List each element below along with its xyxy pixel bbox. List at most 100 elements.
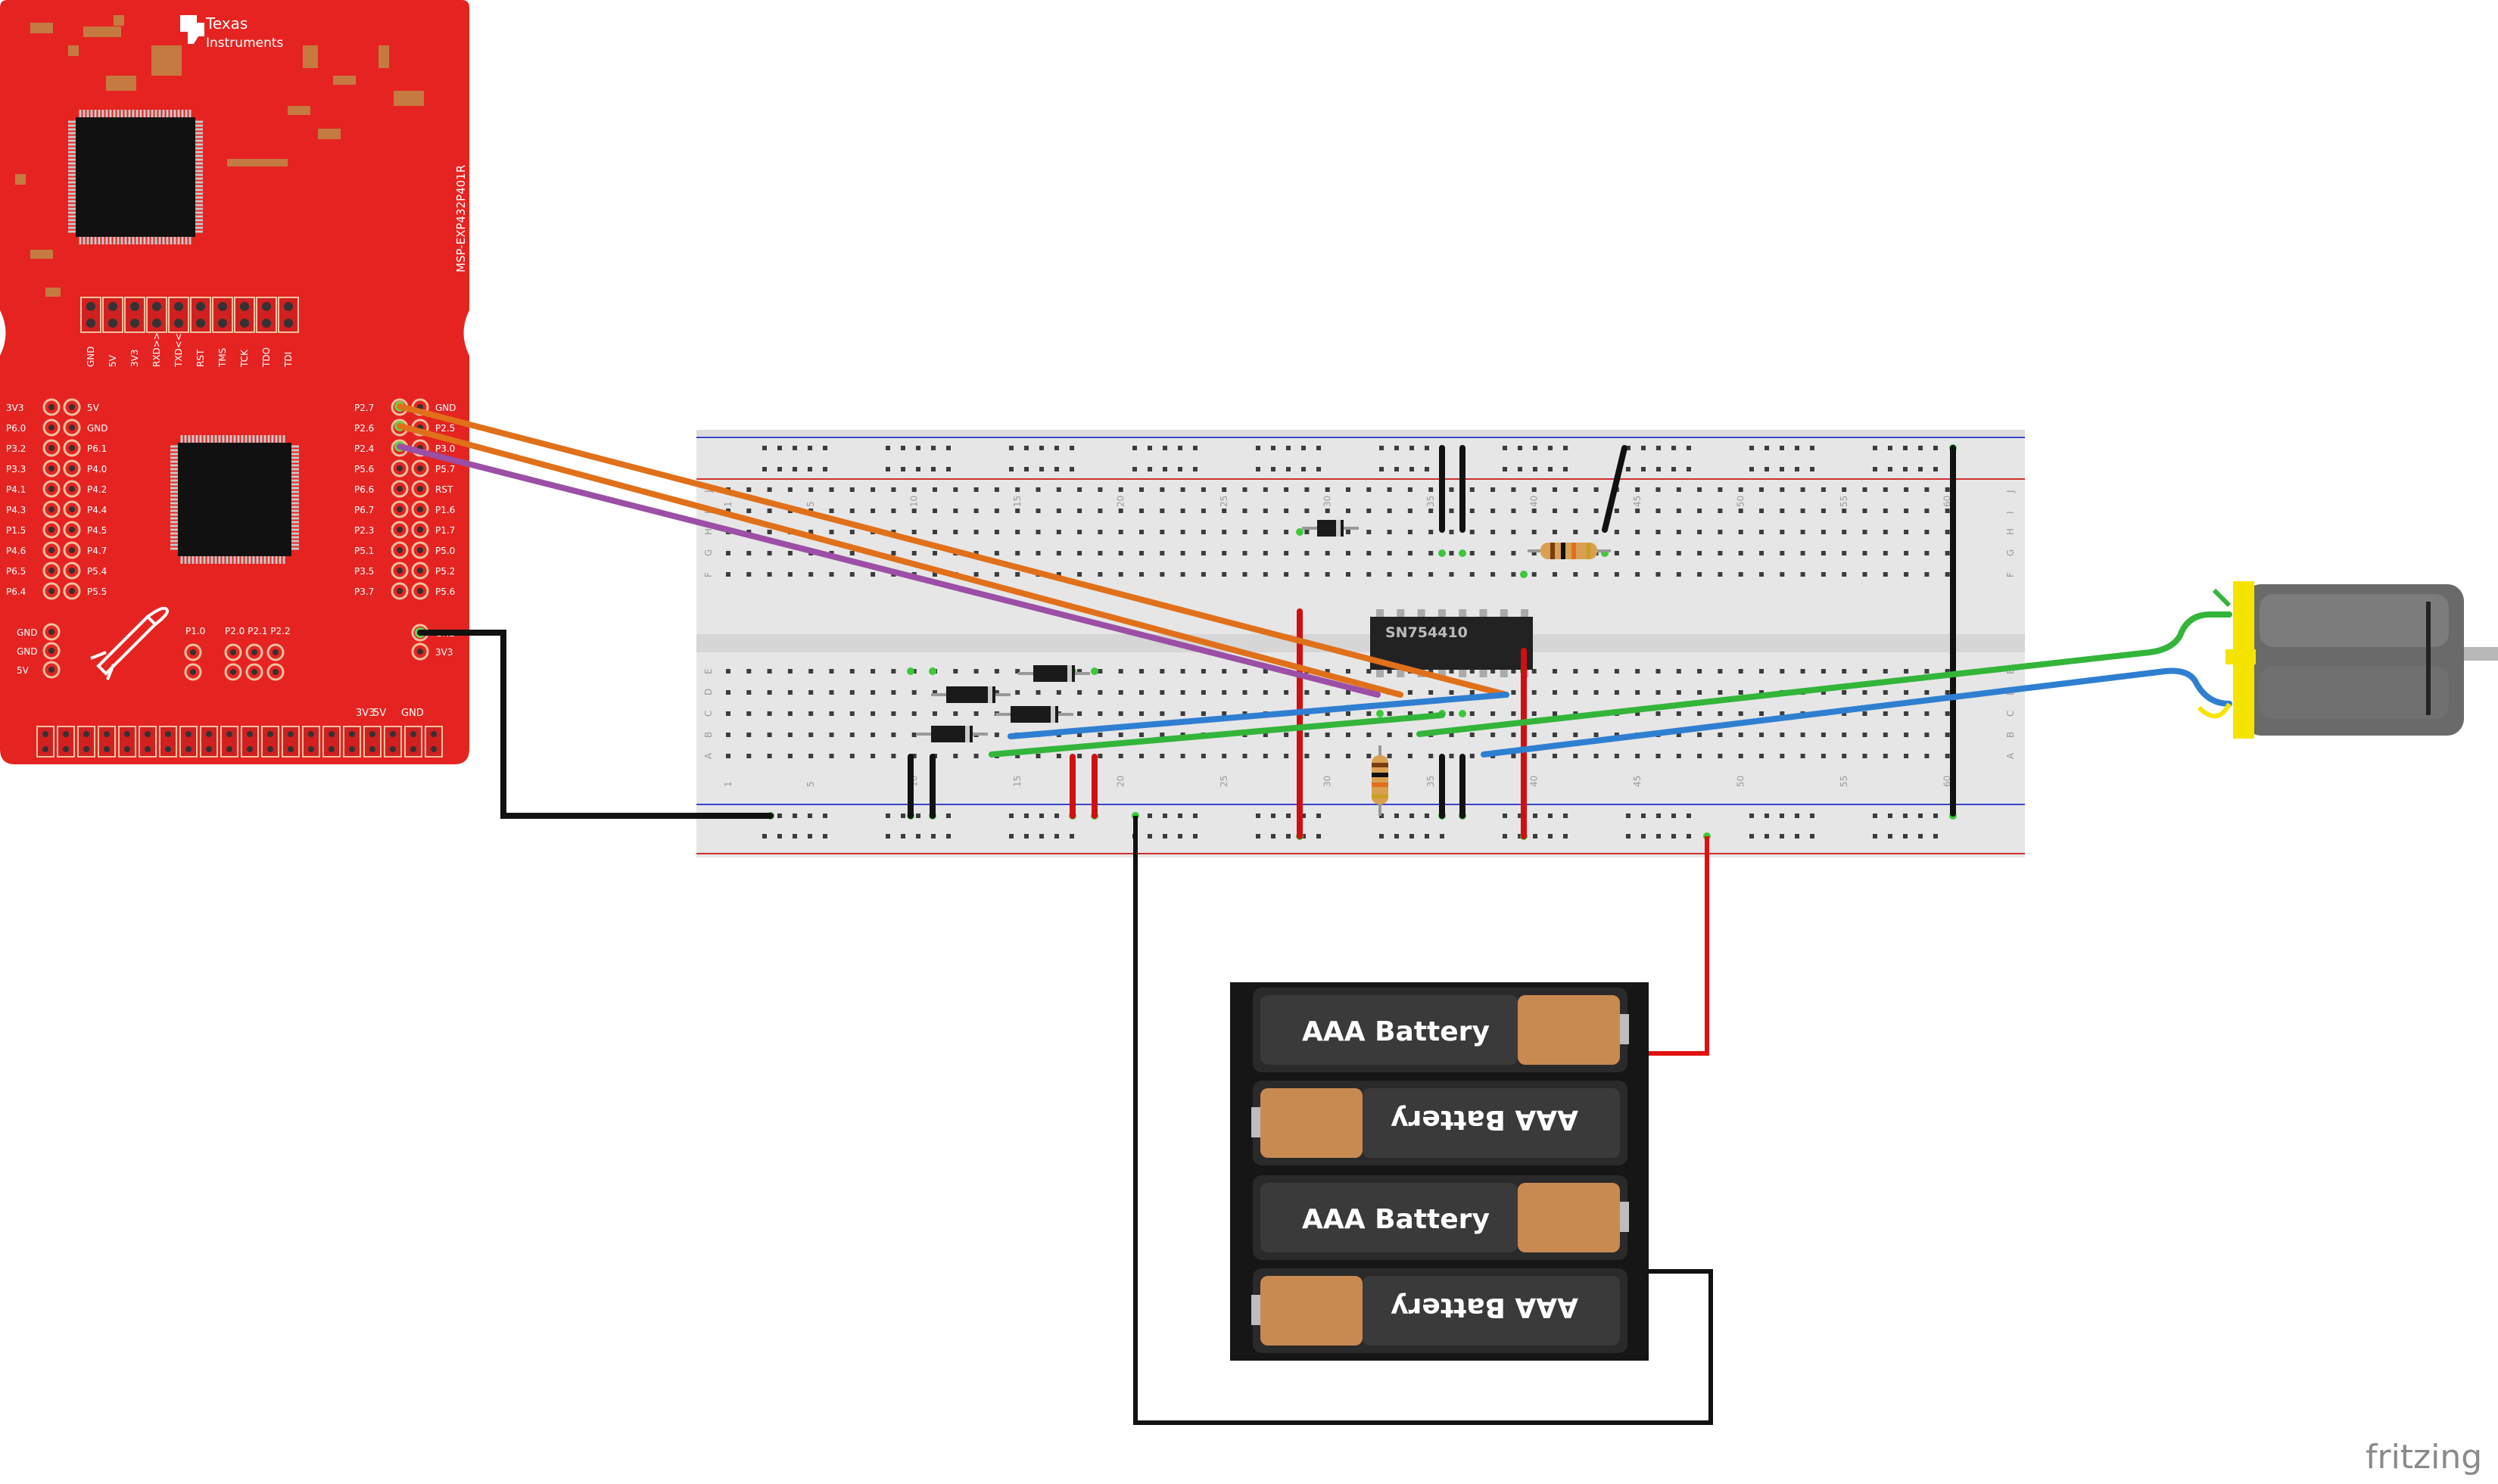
bb-column-number: 25 — [1219, 496, 1229, 507]
battery-label: AAA Battery — [1391, 1104, 1578, 1135]
ic-label: SN754410 — [1385, 624, 1468, 641]
jtag-label: RST — [195, 349, 206, 367]
left-header-label: P4.2 — [87, 484, 107, 495]
bb-column-number: 45 — [1632, 776, 1643, 787]
jtag-label: 3V3 — [129, 350, 140, 367]
right-header-label: GND — [435, 403, 456, 413]
battery-label: AAA Battery — [1302, 1204, 1490, 1235]
left-header-label: P4.1 — [6, 484, 26, 495]
signal-wires — [397, 403, 1509, 819]
right-header-label: P3.0 — [435, 443, 455, 454]
left-header-label: P4.7 — [87, 546, 107, 556]
right-header-label: P1.6 — [435, 505, 455, 515]
bb-column-number: 55 — [1839, 776, 1849, 787]
battery-negative-wire — [1133, 816, 1713, 1425]
jtag-label: RXD>> — [151, 332, 162, 367]
right-header-label: P5.6 — [354, 464, 374, 474]
left-header-label: P4.6 — [6, 546, 26, 556]
right-header-label: P5.1 — [354, 546, 374, 556]
bb-column-number: 40 — [1529, 776, 1540, 787]
aaa-battery: AAA Battery — [1253, 988, 1629, 1072]
left-header-label: P4.5 — [87, 525, 107, 536]
left-header-label: 5V — [87, 403, 100, 413]
button-label: P2.0 P2.1 P2.2 — [225, 626, 291, 636]
jtag-label: TDI — [283, 352, 294, 368]
breadboard: 1155101015152020252530303535404045455050… — [696, 430, 2025, 857]
main-mcu-chip — [76, 117, 195, 237]
jtag-label: TDO — [261, 347, 272, 368]
right-header-label: P2.7 — [354, 403, 374, 413]
bb-row-letter: G — [2005, 549, 2016, 556]
bb-row-letter: C — [2005, 711, 2016, 717]
jtag-label: 5V — [107, 354, 118, 367]
bb-row-letter: F — [703, 572, 714, 577]
brand-line1: Texas — [205, 14, 248, 33]
bb-row-letter: A — [703, 752, 714, 759]
bb-column-number: 25 — [1219, 776, 1229, 787]
battery-label: AAA Battery — [1391, 1292, 1578, 1323]
right-header-label: P2.6 — [354, 423, 374, 434]
bb-column-number: 5 — [805, 781, 816, 787]
bb-column-number: 50 — [1736, 496, 1746, 507]
bb-column-number: 45 — [1632, 496, 1643, 507]
motor-wires — [989, 611, 2232, 758]
diode — [995, 706, 1073, 723]
bb-row-letter: I — [2005, 511, 2016, 514]
left-header-label: P4.3 — [6, 505, 26, 515]
bottom-label: GND — [401, 708, 424, 719]
left-header-label: P4.4 — [87, 505, 107, 515]
right-header-label: P2.3 — [354, 525, 374, 536]
bb-row-letter: B — [2005, 732, 2016, 738]
aaa-battery: AAA Battery — [1251, 1081, 1627, 1165]
h-bridge-ic: SN754410 — [1370, 609, 1533, 677]
left-header-label: P3.3 — [6, 464, 26, 474]
bottom-label: 3V3 — [356, 708, 375, 719]
bb-column-number: 30 — [1322, 496, 1333, 507]
bb-column-number: 40 — [1529, 496, 1540, 507]
wire-board-ground — [417, 630, 774, 819]
right-header-label: P3.7 — [354, 586, 374, 597]
right-header-label: P6.7 — [354, 505, 374, 515]
jtag-label: TMS — [217, 348, 228, 368]
rocket-logo — [90, 606, 169, 680]
bb-column-number: 20 — [1116, 496, 1126, 507]
jtag-header — [80, 297, 299, 333]
diode — [1302, 520, 1359, 537]
diode — [1018, 665, 1090, 682]
bb-row-letter: C — [703, 711, 714, 717]
bb-row-letter: H — [2005, 528, 2016, 535]
bb-column-number: 15 — [1012, 776, 1023, 787]
bb-row-letter: J — [2005, 490, 2016, 493]
left-header-label: P6.1 — [87, 443, 107, 454]
bb-row-letter: G — [703, 549, 714, 556]
wire-orange-1 — [397, 403, 1509, 698]
diode — [916, 726, 988, 742]
bb-row-letter: E — [703, 668, 714, 674]
bb-column-number: 35 — [1425, 776, 1436, 787]
bb-row-letter: D — [703, 689, 714, 695]
button-label: P1.0 — [185, 626, 205, 636]
right-header-label: P3.5 — [354, 566, 374, 577]
bb-column-number: 30 — [1322, 776, 1333, 787]
aux-label: 5V — [17, 665, 30, 676]
right-header-label: RST — [435, 484, 453, 495]
battery-wires — [1133, 816, 1713, 1425]
left-header-label: P6.0 — [6, 423, 26, 434]
ti-logo — [180, 15, 204, 44]
right-header-label: P5.7 — [435, 464, 455, 474]
dc-motor — [2197, 581, 2498, 739]
resistor-top — [1528, 543, 1611, 559]
aaa-battery: AAA Battery — [1251, 1268, 1627, 1353]
bb-column-number: 1 — [723, 501, 734, 507]
left-header-label: P3.2 — [6, 443, 26, 454]
jtag-label: GND — [86, 346, 96, 367]
jtag-label: TXD<< — [173, 333, 184, 368]
bb-row-letter: E — [2005, 668, 2016, 674]
wire-orange-2 — [397, 423, 1403, 698]
diode — [931, 686, 1011, 703]
right-header-label: P2.5 — [435, 423, 455, 434]
